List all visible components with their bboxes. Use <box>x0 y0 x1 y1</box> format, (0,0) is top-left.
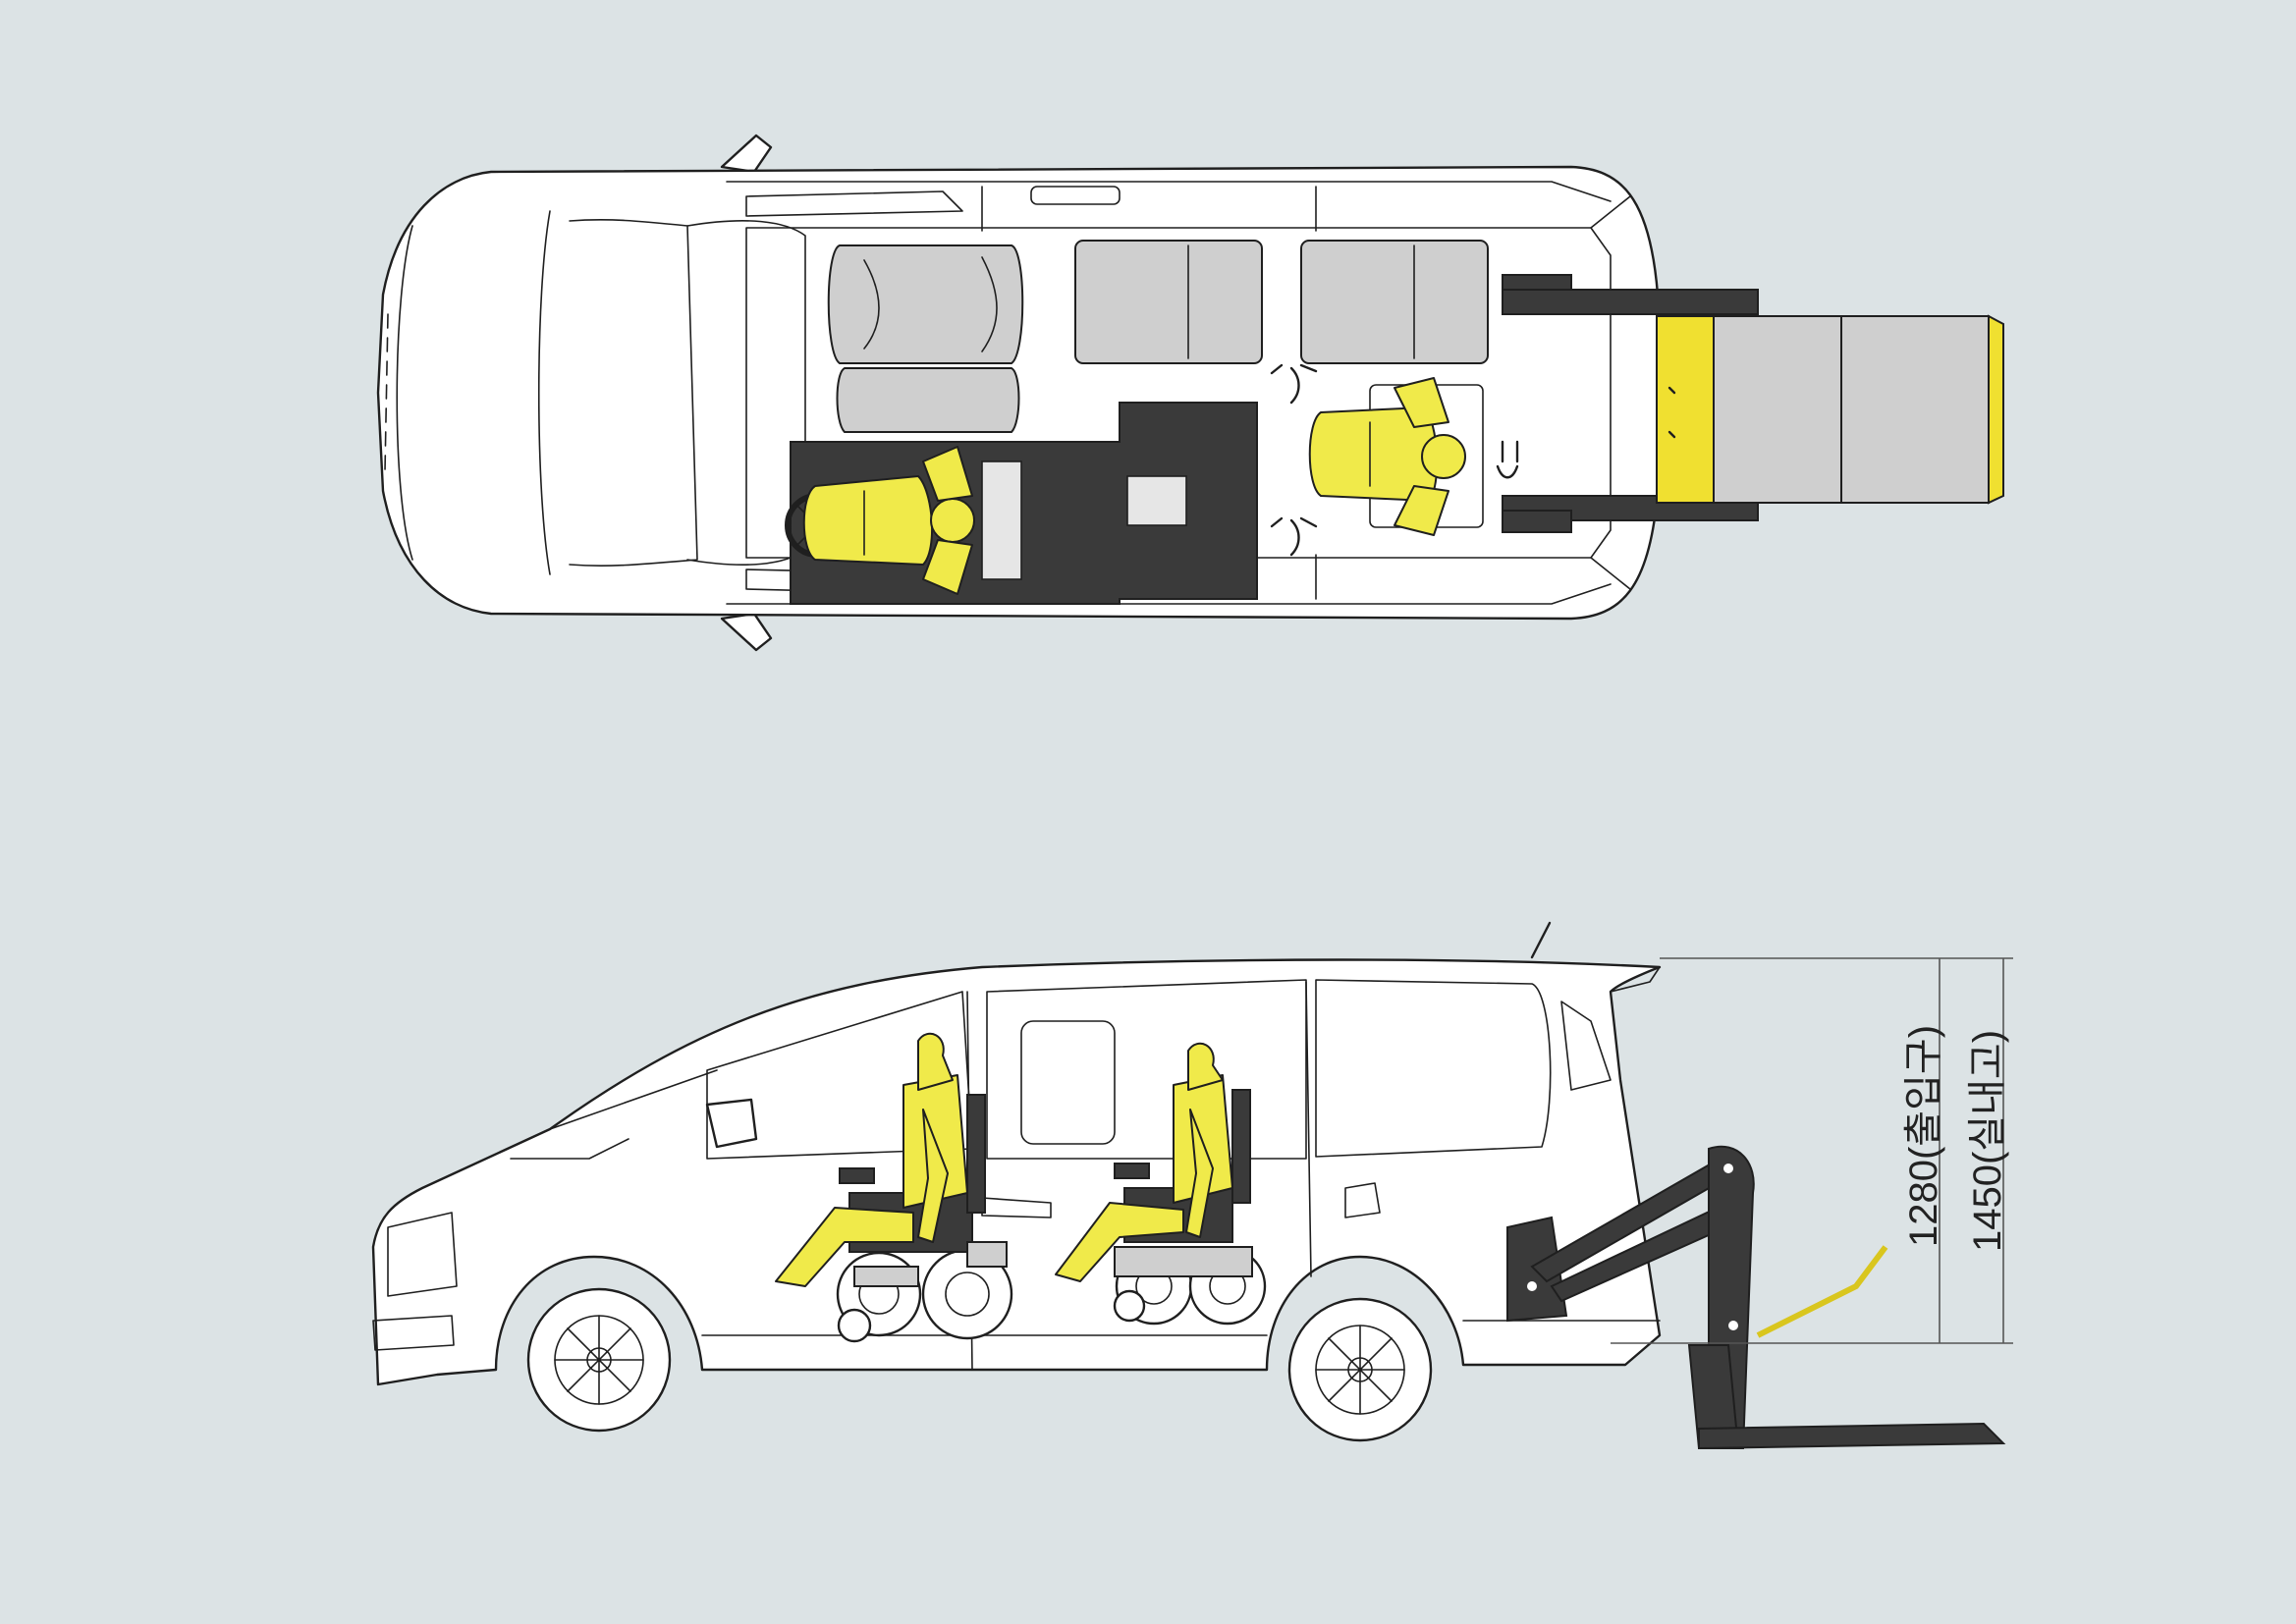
rear-wheel <box>1287 1297 1433 1442</box>
tie-down-straps <box>1270 363 1519 557</box>
left-mirror <box>720 134 773 174</box>
rear-lift-side <box>1506 1145 2006 1450</box>
driver-figure-top <box>802 446 975 595</box>
dimension-lines <box>1611 957 2013 1344</box>
second-row-seat-2 <box>1300 240 1489 364</box>
second-window <box>986 979 1307 1160</box>
lift-platform-top <box>1656 314 2004 505</box>
van-top-view <box>376 134 2004 652</box>
lift-rails-top <box>1502 274 1759 533</box>
front-wheelchair-occupant <box>775 1032 1013 1343</box>
second-row-seat-1 <box>1074 240 1263 364</box>
rear-wheelchair-occupant <box>1055 1042 1267 1326</box>
rear-passenger-figure-top <box>1308 377 1484 536</box>
front-wheel <box>526 1287 672 1433</box>
rear-window <box>1315 979 1552 1158</box>
van-side-view <box>371 921 2013 1450</box>
entrance-height-label: 1280(출입구) <box>1902 1025 1945 1247</box>
van-body-side <box>371 958 1662 1386</box>
interior-height-label: 1450(실내고) <box>1966 1030 2009 1252</box>
driver-seat-frame <box>836 367 1020 433</box>
passenger-seat <box>827 244 1024 364</box>
right-mirror <box>720 612 773 652</box>
